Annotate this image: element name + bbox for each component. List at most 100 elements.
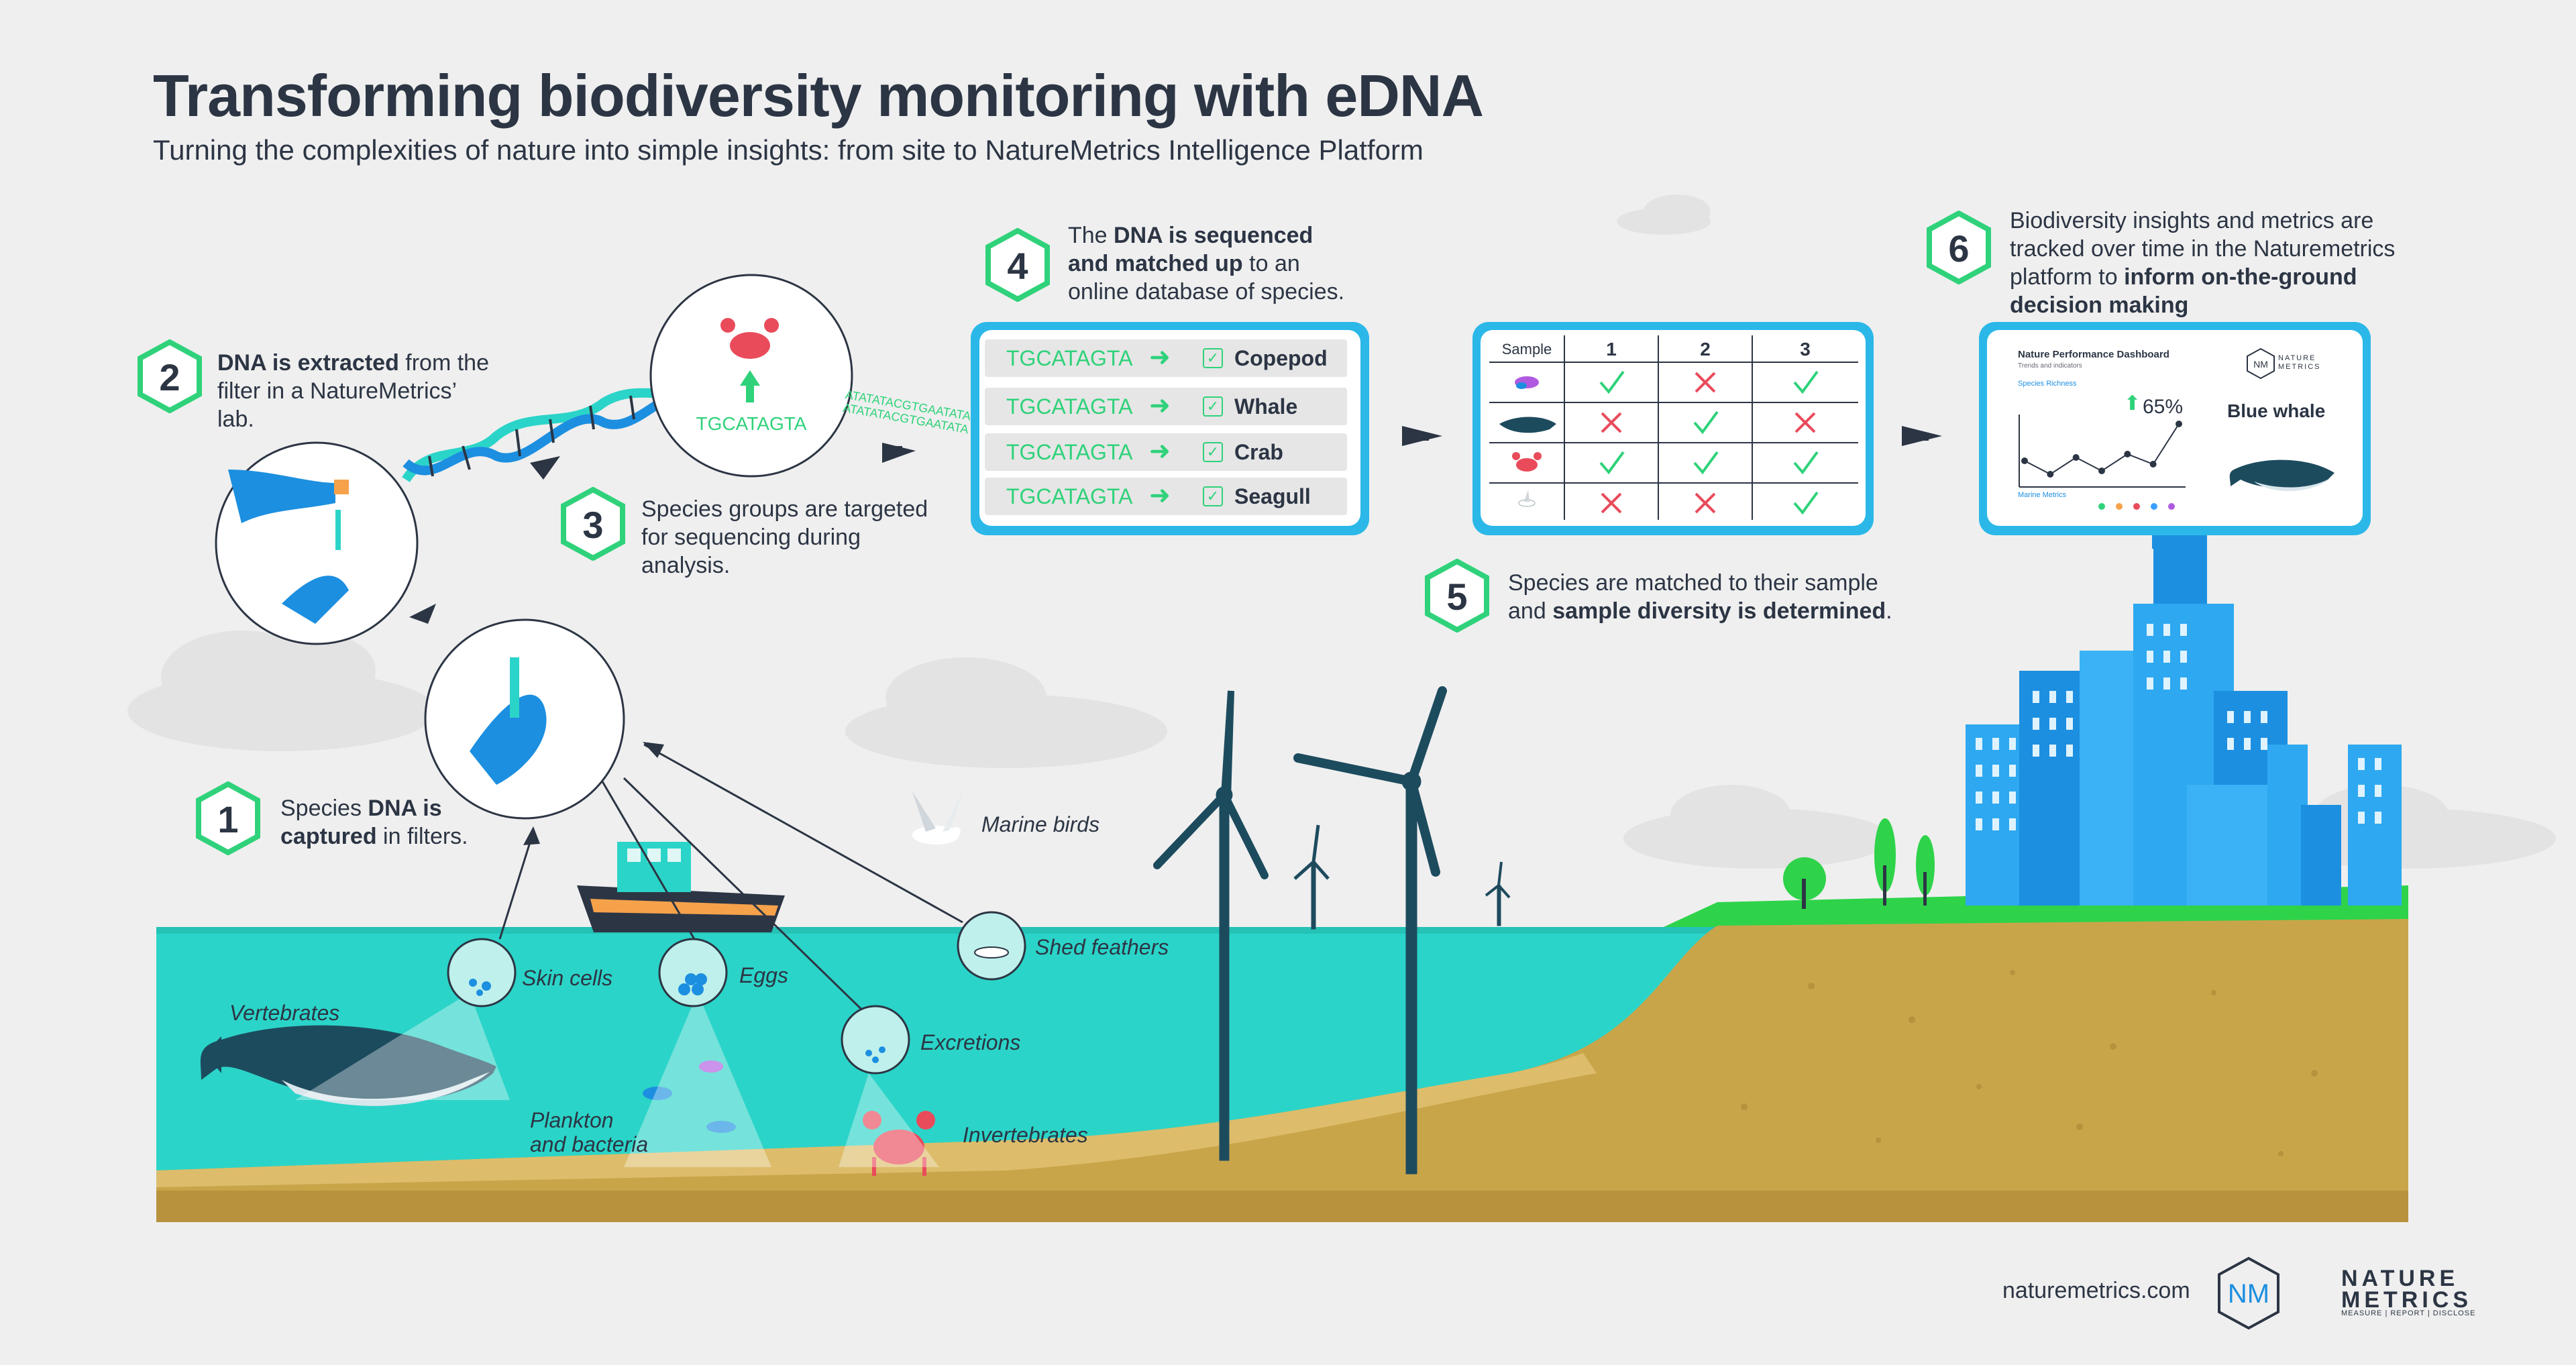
metric-label: Species Richness bbox=[2018, 380, 2077, 388]
trend-point bbox=[2047, 471, 2054, 478]
metric-value: 65% bbox=[2143, 396, 2184, 418]
step-2-text: DNA is extracted from the filter in a Na… bbox=[217, 350, 490, 432]
dashboard-brand: NATURE METRICS bbox=[2278, 354, 2321, 371]
check-icon bbox=[1693, 451, 1719, 475]
pagination-dot[interactable] bbox=[2151, 503, 2157, 510]
label-excretions: Excretions bbox=[920, 1030, 1021, 1054]
sample-header-1: 1 bbox=[1606, 339, 1617, 360]
cross-icon bbox=[1601, 492, 1622, 514]
svg-text:NM: NM bbox=[2228, 1279, 2269, 1309]
seagull-icon bbox=[1518, 490, 1536, 507]
arrow-up-icon bbox=[740, 370, 760, 402]
label-marine-birds: Marine birds bbox=[981, 812, 1100, 836]
sequence-code: TGCATAGTA bbox=[1006, 394, 1133, 419]
seagull bbox=[912, 785, 966, 844]
whale bbox=[200, 1025, 496, 1106]
logo-tagline: MEASURE | REPORT | DISCLOSE bbox=[2341, 1309, 2476, 1317]
copepod-icon bbox=[1515, 376, 1539, 389]
crab-circle-code: TGCATAGTA bbox=[696, 413, 807, 434]
cross-icon bbox=[1794, 412, 1816, 433]
sequence-code: TGCATAGTA bbox=[1006, 346, 1133, 370]
sample-bubbles bbox=[447, 911, 1026, 1075]
trend-point bbox=[2176, 421, 2182, 427]
svg-text:6: 6 bbox=[1948, 227, 1969, 270]
cross-icon bbox=[1695, 492, 1716, 514]
trend-point bbox=[2124, 451, 2131, 457]
svg-text:1: 1 bbox=[217, 798, 238, 840]
trend-point bbox=[2021, 457, 2028, 464]
species-name: Copepod bbox=[1234, 346, 1328, 370]
step-1-text: Species DNA is captured in filters. bbox=[280, 796, 468, 849]
sequence-code: TGCATAGTA bbox=[1006, 440, 1133, 464]
svg-text:4: 4 bbox=[1007, 245, 1028, 287]
naturemetrics-logo: NM bbox=[2218, 1256, 2279, 1330]
whale-icon bbox=[2229, 459, 2334, 492]
species-name: Seagull bbox=[1234, 484, 1311, 508]
sequence-code: TGCATAGTA bbox=[1006, 484, 1133, 508]
cross-icon bbox=[1695, 372, 1716, 393]
featured-species: Blue whale bbox=[2227, 400, 2326, 421]
sample-header-label: Sample bbox=[1502, 341, 1552, 358]
sequence-row: TGCATAGTA ➜ ✓ Crab bbox=[985, 433, 1347, 471]
arrow-right-icon: ➜ bbox=[1149, 437, 1171, 466]
crab-icon bbox=[1512, 452, 1542, 472]
label-invertebrates: Invertebrates bbox=[963, 1123, 1088, 1147]
label-shed-feathers: Shed feathers bbox=[1035, 935, 1169, 959]
plankton bbox=[643, 1060, 736, 1133]
crab-icon bbox=[720, 318, 779, 359]
label-skin-cells: Skin cells bbox=[522, 966, 613, 990]
page-subtitle: Turning the complexities of nature into … bbox=[153, 134, 1424, 166]
trend-point bbox=[2098, 468, 2105, 474]
sample-header-2: 2 bbox=[1700, 339, 1711, 360]
check-icon bbox=[1599, 370, 1625, 394]
sequence-row: TGCATAGTA ➜ ✓ Seagull bbox=[985, 478, 1347, 515]
page-title: Transforming biodiversity monitoring wit… bbox=[153, 62, 1484, 129]
step-4-badge: 4 bbox=[985, 228, 1050, 302]
naturemetrics-logo-small: NM bbox=[2247, 347, 2275, 380]
dashboard-title: Nature Performance Dashboard bbox=[2018, 349, 2169, 360]
label-vertebrates: Vertebrates bbox=[229, 1001, 340, 1025]
svg-text:5: 5 bbox=[1446, 576, 1467, 618]
svg-text:2: 2 bbox=[159, 356, 180, 398]
check-icon bbox=[1599, 451, 1625, 475]
step-2-badge: 2 bbox=[138, 339, 202, 413]
species-name: Whale bbox=[1234, 394, 1298, 419]
chart-label: Marine Metrics bbox=[2018, 491, 2067, 499]
step-6-badge: 6 bbox=[1927, 211, 1991, 284]
sequence-row: TGCATAGTA ➜ ✓ Copepod bbox=[985, 339, 1347, 377]
check-icon bbox=[1693, 411, 1719, 435]
step-5-text: Species are matched to their sample and … bbox=[1508, 570, 1892, 624]
trend-point bbox=[2072, 454, 2080, 461]
arrow-right-icon: ➜ bbox=[1149, 392, 1171, 420]
trend-point bbox=[2149, 461, 2157, 468]
trend-chart bbox=[2019, 415, 2186, 488]
wind-turbine bbox=[1153, 686, 1511, 1175]
boat bbox=[577, 842, 785, 932]
step-5-badge: 5 bbox=[1425, 559, 1489, 633]
check-icon bbox=[1793, 370, 1819, 394]
step-6-text: Biodiversity insights and metrics are tr… bbox=[2010, 208, 2396, 318]
step-3-text: Species groups are targeted for sequenci… bbox=[641, 496, 928, 578]
checkbox-icon: ✓ bbox=[1203, 486, 1223, 506]
dna-helix bbox=[402, 384, 701, 483]
step-3-badge: 3 bbox=[561, 487, 625, 561]
sample-table: Sample 1 2 3 bbox=[1489, 335, 1858, 520]
whale-icon bbox=[1499, 417, 1556, 433]
cross-icon bbox=[1601, 412, 1622, 433]
pagination-dot[interactable] bbox=[2098, 503, 2105, 510]
pagination-dot[interactable] bbox=[2116, 503, 2123, 510]
arrow-right-icon: ➜ bbox=[1149, 482, 1171, 510]
checkbox-icon: ✓ bbox=[1203, 396, 1223, 417]
pagination-dot[interactable] bbox=[2133, 503, 2140, 510]
city-buildings bbox=[1966, 537, 2402, 906]
website-link[interactable]: naturemetrics.com bbox=[2002, 1278, 2190, 1303]
dashboard-subtitle: Trends and indicators bbox=[2018, 362, 2082, 370]
pagination-dot[interactable] bbox=[2168, 503, 2175, 510]
svg-text:NM: NM bbox=[2253, 359, 2268, 370]
svg-text:3: 3 bbox=[582, 504, 603, 546]
step-4-text: The DNA is sequenced and matched up to a… bbox=[1068, 223, 1345, 305]
tree bbox=[1783, 818, 1935, 909]
step-1-badge: 1 bbox=[196, 781, 260, 855]
